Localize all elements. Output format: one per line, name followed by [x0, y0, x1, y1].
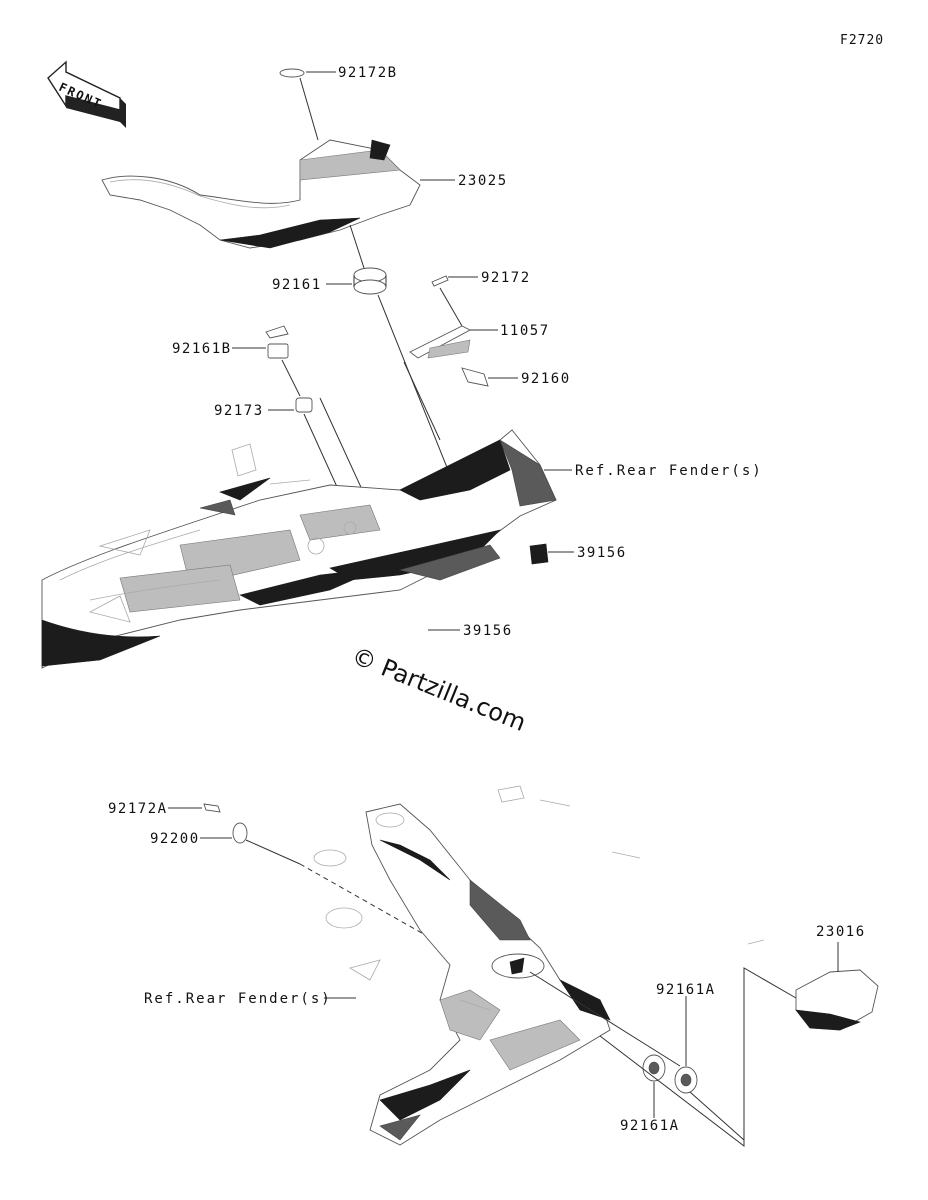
- part-11057-bracket: [409, 325, 471, 359]
- figure-code: F2720: [840, 33, 884, 48]
- part-23025-bracket: [101, 139, 421, 249]
- part-92161a-grommet-bottom: [642, 1054, 666, 1082]
- callout-92161a-bottom: 92161A: [620, 1118, 680, 1134]
- part-92172a-screw: [203, 803, 221, 813]
- part-92161-grommet: [353, 267, 387, 295]
- watermark: © Partzilla.com: [348, 642, 530, 737]
- callout-ref-rear-fender-lower: Ref.Rear Fender(s): [144, 991, 332, 1007]
- callout-92161: 92161: [272, 277, 322, 293]
- part-92161b-damper: [265, 325, 289, 359]
- callout-39156-a: 39156: [577, 545, 627, 561]
- callout-92161b: 92161B: [172, 341, 232, 357]
- callout-92161a-top: 92161A: [656, 982, 716, 998]
- callout-ref-rear-fender-upper: Ref.Rear Fender(s): [575, 463, 763, 479]
- callout-92160: 92160: [521, 371, 571, 387]
- callout-39156-b: 39156: [463, 623, 513, 639]
- callout-92172a: 92172A: [108, 801, 168, 817]
- part-92173-collar: [295, 397, 313, 413]
- callout-92173: 92173: [214, 403, 264, 419]
- callout-92200: 92200: [150, 831, 200, 847]
- callout-23016: 23016: [816, 924, 866, 940]
- part-92172b-screw: [279, 68, 319, 141]
- rear-fender-lower-body: [313, 785, 641, 1146]
- front-arrow-icon: FRONT: [47, 60, 126, 128]
- part-92160-collar: [461, 367, 489, 387]
- callout-92172: 92172: [481, 270, 531, 286]
- callout-23025: 23025: [458, 173, 508, 189]
- callout-11057: 11057: [500, 323, 550, 339]
- part-tube-mount: [491, 953, 681, 1067]
- part-23016-bracket: [795, 969, 879, 1031]
- rear-fender-upper-body: [41, 429, 557, 669]
- part-92200-washer: [232, 822, 248, 844]
- part-39156-pad: [529, 543, 549, 565]
- part-92172-screw: [431, 275, 449, 287]
- callout-92172b: 92172B: [338, 65, 398, 81]
- part-92161a-grommet-top: [674, 1066, 698, 1094]
